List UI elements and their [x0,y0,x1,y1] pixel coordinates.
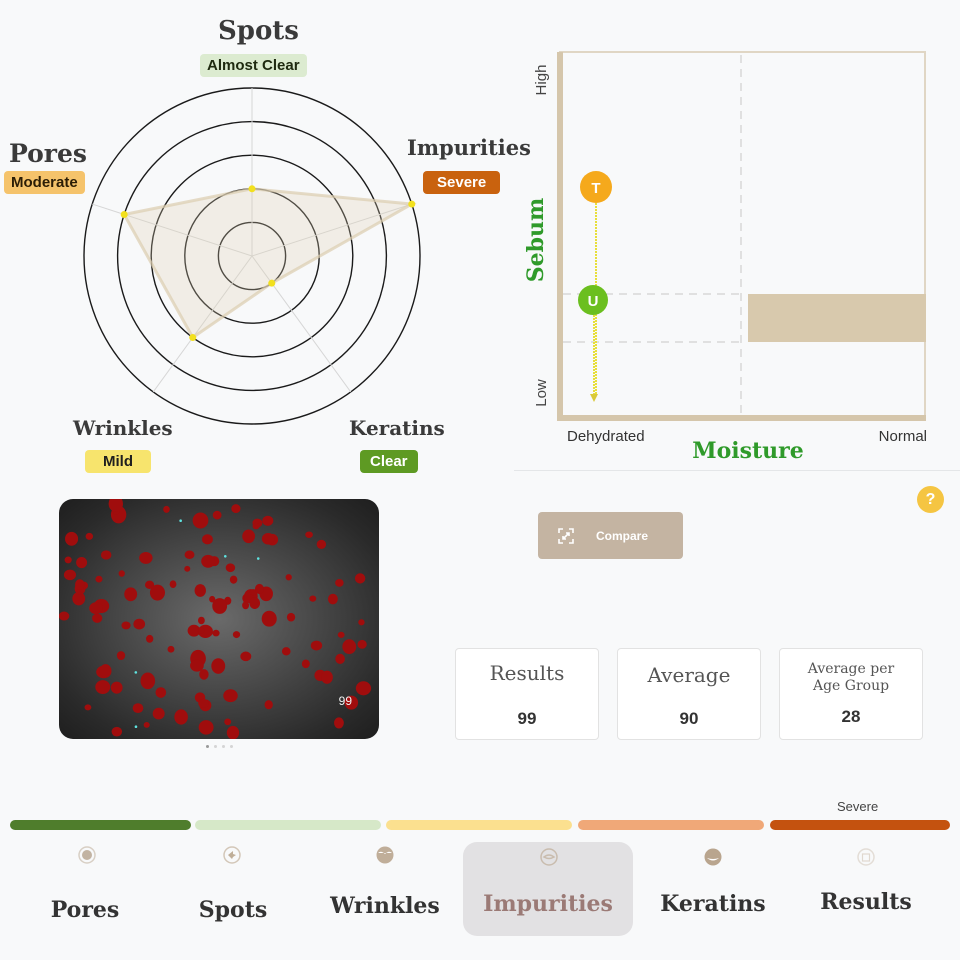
nav-label: Pores [50,897,120,923]
question-icon: ? [925,490,936,508]
nav-label: Impurities [483,891,613,917]
impurities-icon [540,848,558,866]
sebum-moisture-chart: T U High Low Sebum Dehydrated Normal Moi… [523,51,927,464]
keratins-icon [704,848,722,866]
x-axis-line [557,415,926,421]
legend-segment-almost-clear [195,820,381,830]
legend-segment-severe [770,820,950,830]
nav-label: Results [820,889,912,915]
marker-t: T [580,171,612,203]
nav-label: Keratins [660,891,766,917]
impurities-analysis-image[interactable]: 99 [59,499,379,739]
stat-card-average: Average 90 [617,648,761,740]
nav-tab-results[interactable]: Results [781,842,951,936]
axis-label-keratins: Keratins [349,416,445,440]
nav-tab-spots[interactable]: Spots [148,842,318,936]
stat-title: Average [647,663,731,687]
stat-card-results: Results 99 [455,648,599,740]
svg-text:High: High [533,65,550,96]
stat-card-average-age-group: Average per Age Group 28 [779,648,923,740]
wrinkles-icon [376,846,394,864]
legend-segment-mild [386,820,572,830]
svg-text:T: T [591,180,600,197]
axis-label-wrinkles: Wrinkles [73,416,173,440]
pager-dot[interactable] [222,745,225,748]
results-icon [857,848,875,866]
severity-badge-impurities: Severe [423,171,501,194]
help-button[interactable]: ? [917,486,944,513]
severity-badge-spots: Almost Clear [200,54,307,77]
normal-range-band [748,294,926,342]
nav-label: Spots [198,897,268,923]
pager-dot[interactable] [214,745,217,748]
severity-badge-wrinkles: Mild [85,450,151,473]
nav-tab-impurities[interactable]: Impurities [463,842,633,936]
nav-tab-keratins[interactable]: Keratins [628,842,798,936]
section-divider [514,470,960,471]
stat-value: 99 [517,709,537,728]
nav-tab-wrinkles[interactable]: Wrinkles [300,842,470,936]
legend-segment-clear [10,820,191,830]
radar-data-points [120,185,416,342]
nav-tab-pores[interactable]: Pores [0,842,170,936]
svg-text:Sebum: Sebum [523,198,549,283]
legend-severe-label: Severe [837,799,879,814]
svg-text:Dehydrated: Dehydrated [567,428,645,445]
stat-value: 90 [679,709,699,728]
pores-icon [78,846,96,864]
severity-badge-keratins: Clear [360,450,418,473]
radar-data-area [121,187,417,340]
pager-dot[interactable] [230,745,233,748]
axis-label-pores: Pores [9,139,87,168]
plot-frame [559,51,926,419]
y-axis-line [557,52,563,421]
axis-label-spots: Spots [218,16,299,46]
stat-title: Results [489,661,565,685]
image-pager[interactable] [206,745,233,748]
legend-segment-moderate [578,820,764,830]
severity-badge-pores: Moderate [4,171,85,194]
spots-icon [223,846,241,864]
radar-spokes [92,88,412,393]
compare-expand-icon [558,527,574,544]
detected-impurities-overlay [59,499,372,739]
svg-text:Low: Low [533,379,550,407]
stat-value: 28 [841,707,861,726]
radar-chart [83,87,421,425]
stat-title: Average per Age Group [807,661,895,694]
nav-label: Wrinkles [330,893,440,919]
compare-label: Compare [596,528,649,543]
marker-u: U [578,285,608,315]
axis-label-impurities: Impurities [407,135,531,160]
svg-text:Moisture: Moisture [692,438,804,464]
svg-text:Normal: Normal [879,428,927,445]
compare-button[interactable]: Compare [538,512,683,559]
pager-dot[interactable] [206,745,209,748]
svg-text:U: U [588,293,599,310]
detected-count: 99 [338,694,352,708]
